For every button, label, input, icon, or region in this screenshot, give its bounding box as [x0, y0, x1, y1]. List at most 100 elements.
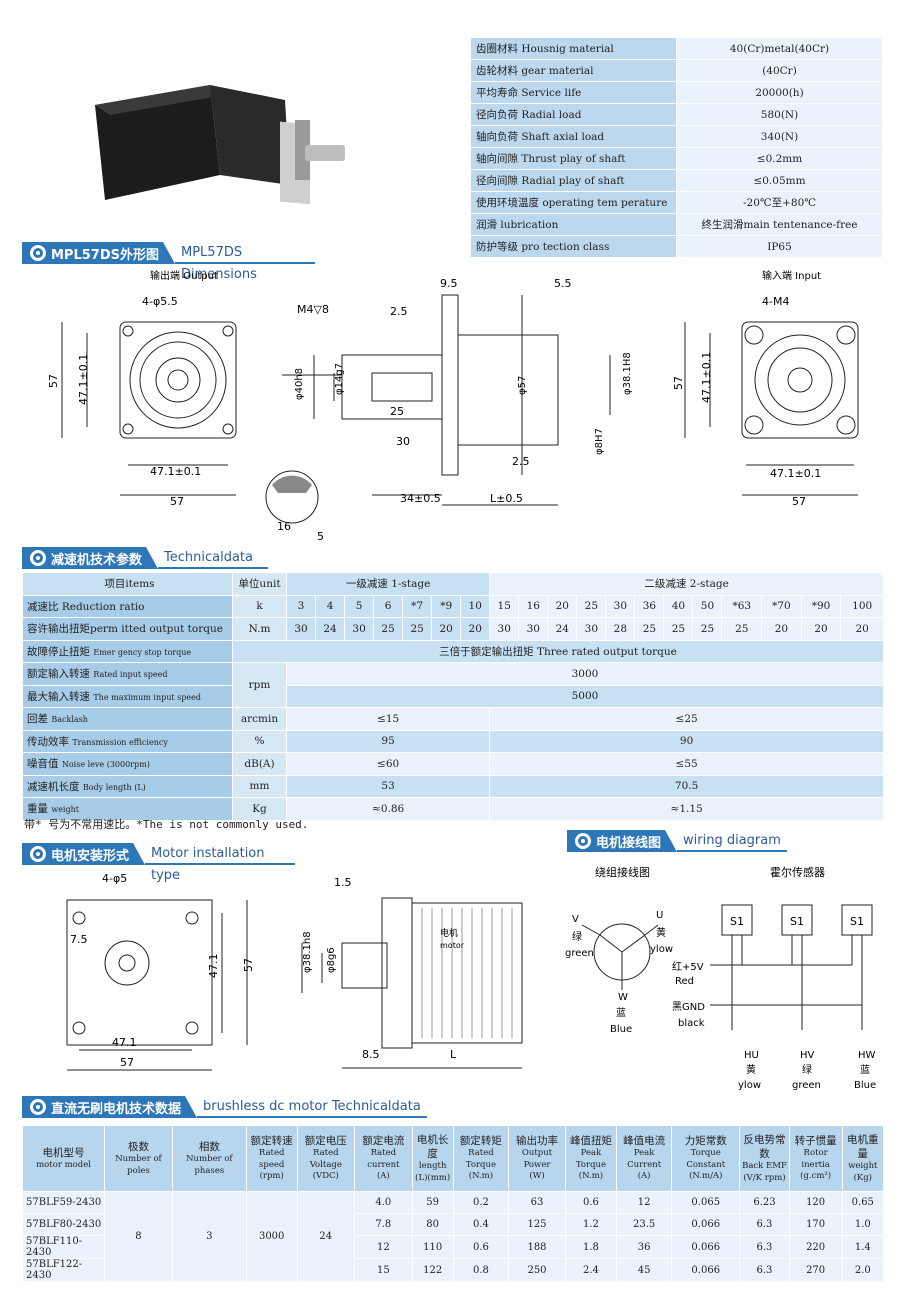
hall-hw-en: Blue: [854, 1080, 876, 1091]
dim-57-left: 57: [47, 374, 60, 388]
row-label-backlash: 回差 Backlash: [22, 707, 233, 731]
section-dimensions: MPL57DS外形图 MPL57DS Dimensions: [22, 242, 315, 282]
install-381: φ38.1h8: [302, 931, 313, 973]
row-label-estop: 故障停止扭矩 Emer gency stop torque: [22, 639, 233, 663]
red-5v-cn: 红+5V: [672, 960, 704, 973]
ratio-stage2: 15: [489, 594, 520, 618]
spec-row: 使用环境温度 operating tem perature-20℃至+80℃: [470, 191, 883, 214]
section-title: 直流无刷电机技术数据: [51, 1101, 182, 1117]
section-bldc: 直流无刷电机技术数据 brushless dc motor Technicald…: [22, 1096, 428, 1118]
ratio-stage1: 10: [460, 594, 491, 618]
output-label: 输出端 Output: [150, 269, 218, 282]
hall-hv: HV: [800, 1050, 815, 1061]
motor-cell: 122: [411, 1258, 454, 1282]
motor-header-line: 峰值电流: [623, 1135, 666, 1148]
section-subtitle: Technicaldata: [158, 547, 269, 569]
torque-stage1: 20: [460, 617, 491, 641]
motor-header-line: Rotor inertia: [801, 1148, 830, 1170]
dim-m4: M4▽8: [297, 303, 329, 316]
torque-stage2: 20: [800, 617, 842, 641]
motor-header-line: 峰值扭矩: [569, 1135, 612, 1148]
dim-57-bottom: 57: [170, 495, 184, 508]
spec-value: 终生润滑main tentenance-free: [676, 213, 883, 236]
motor-cell: 170: [788, 1213, 843, 1236]
torque-stage1: 25: [373, 617, 404, 641]
ratio-stage1: 6: [373, 594, 404, 618]
motor-cell: 220: [788, 1235, 843, 1259]
sensor-2: S1: [790, 915, 804, 928]
motor-cell: 80: [411, 1213, 454, 1236]
wire-w-cn: 蓝: [616, 1007, 626, 1019]
motor-cell: 6.3: [739, 1213, 790, 1236]
row-label-ratio: 减速比 Reduction ratio: [22, 594, 233, 618]
dim-55: 5.5: [554, 277, 572, 290]
section-technical: 减速机技术参数 Technicaldata: [22, 547, 269, 569]
row-label-rated-input: 额定输入转速 Rated input speed: [22, 662, 233, 686]
motor-header-line: (N.m): [578, 1171, 604, 1182]
rin-en: Rated input speed: [93, 670, 168, 680]
unit-length: mm: [232, 774, 287, 798]
noise-en: Noise leve (3000rpm): [61, 760, 150, 770]
motor-cell: 125: [508, 1213, 566, 1236]
ratio-stage2: 36: [634, 594, 665, 618]
motor-header-line: Rated Torque: [465, 1148, 496, 1170]
rated-input-value: 3000: [286, 662, 884, 686]
spec-key: 齿轮材料 gear material: [470, 59, 677, 82]
max-en: The maximum input speed: [93, 692, 201, 702]
motor-cell: 57BLF80-2430: [21, 1213, 106, 1236]
motor-cell: 110: [411, 1235, 454, 1259]
spec-value: -20℃至+80℃: [676, 191, 883, 214]
spec-value: 340(N): [676, 125, 883, 148]
dim-34: 34±0.5: [400, 492, 441, 505]
efficiency-1: 95: [285, 729, 491, 753]
spec-value: 580(N): [676, 103, 883, 126]
ratio-stage1: 4: [315, 594, 346, 618]
wire-w: W: [618, 992, 628, 1003]
motor-cell: 0.65: [841, 1191, 885, 1214]
hall-hu: HU: [744, 1050, 759, 1061]
spec-row: 轴向间隙 Thrust play of shaft≤0.2mm: [470, 147, 883, 170]
motor-cell: 57BLF59-2430: [21, 1191, 106, 1214]
unit-noise: dB(A): [232, 752, 287, 776]
motor-header-line: Output Power: [521, 1148, 553, 1170]
hall-hw: HW: [858, 1050, 876, 1061]
header-unit: 单位unit: [232, 572, 287, 596]
product-photo: [90, 75, 350, 210]
install-motor-cn: 电机: [440, 927, 458, 939]
unit-ratio: k: [232, 594, 287, 618]
dimension-drawing: 输出端 Output 输入端 Input 4-φ5.5 4-M4 57 47.1…: [47, 269, 859, 540]
motor-header-line: (N.m): [468, 1171, 494, 1182]
motor-header-line: 额定电压: [304, 1135, 347, 1148]
estop-value: 三倍于额定输出扭矩 Three rated output torque: [232, 639, 884, 663]
section-subtitle: brushless dc motor Technicaldata: [197, 1096, 428, 1118]
gear-icon: [575, 833, 591, 849]
dim-holes-in: 4-M4: [762, 295, 789, 308]
spec-value: IP65: [676, 235, 883, 258]
hall-hw-cn: 蓝: [860, 1064, 870, 1076]
torque-stage2: 25: [721, 617, 763, 641]
header-stage1: 一级减速 1-stage: [285, 572, 491, 596]
wt-cn: 重量: [27, 803, 48, 816]
section-install: 电机安装形式 Motor installation type: [22, 843, 296, 883]
hall-hv-cn: 绿: [802, 1063, 812, 1076]
header-stage2: 二级减速 2-stage: [489, 572, 884, 596]
rin-cn: 额定输入转速: [27, 668, 90, 681]
motor-cell: 12: [354, 1235, 413, 1259]
motor-header-line: (g.cm²): [800, 1171, 832, 1182]
motor-cell: 1.8: [564, 1235, 618, 1259]
motor-header-line: Rated Voltage: [309, 1148, 342, 1170]
torque-stage1: 30: [344, 617, 375, 641]
dim-30: 30: [396, 435, 410, 448]
unit-torque: N.m: [232, 617, 287, 641]
